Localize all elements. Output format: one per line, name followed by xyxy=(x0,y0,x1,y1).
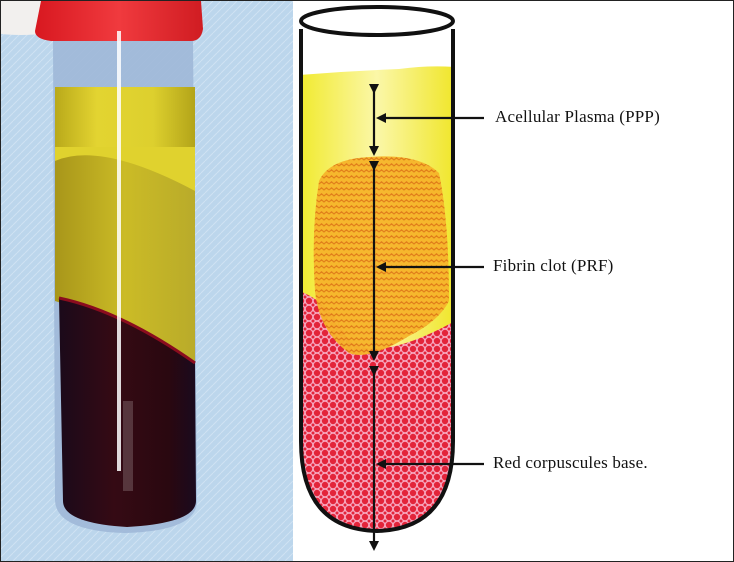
label-red-corpuscules: Red corpuscules base. xyxy=(493,453,648,472)
label-fibrin-clot: Fibrin clot (PRF) xyxy=(493,256,614,275)
tube-photo-image xyxy=(1,1,293,561)
tube-schematic-drawing xyxy=(299,5,484,551)
tube-schematic: Acellular Plasma (PPP) Fibrin clot (PRF)… xyxy=(289,1,733,561)
tube-photograph xyxy=(1,1,293,561)
label-acellular-plasma: Acellular Plasma (PPP) xyxy=(495,107,660,126)
